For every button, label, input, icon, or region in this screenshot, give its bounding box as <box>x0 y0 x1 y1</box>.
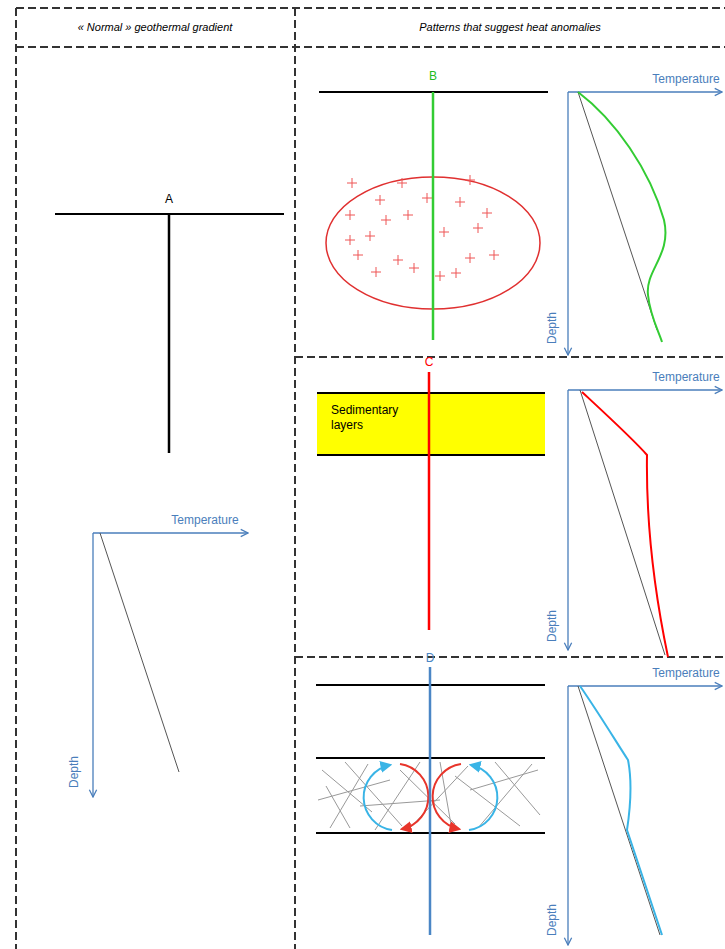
sediment-layer-box: Sedimentary layers <box>317 393 545 455</box>
granite-mark <box>345 210 355 220</box>
box-label: Sedimentary layers <box>331 403 423 433</box>
granite-mark <box>347 178 357 188</box>
granite-mark <box>345 235 355 245</box>
well-c <box>317 372 545 630</box>
granite-mark <box>435 271 445 281</box>
granite-mark <box>409 263 419 273</box>
graph-a <box>93 533 248 797</box>
well-b <box>319 92 548 340</box>
granite-mark <box>381 215 391 225</box>
granite-mark <box>365 231 375 241</box>
axis-label: Temperature <box>171 514 238 528</box>
axis-label: Depth <box>546 312 560 344</box>
axis-label: Temperature <box>652 73 719 87</box>
graph-c <box>568 390 722 657</box>
well-a <box>55 214 284 453</box>
granite-mark <box>451 268 461 278</box>
axis-label: Depth <box>546 904 560 936</box>
granite-mark <box>371 267 381 277</box>
well-letter: A <box>165 193 173 207</box>
column-header: Patterns that suggest heat anomalies <box>419 21 601 34</box>
axis-label: Depth <box>546 610 560 642</box>
granite-mark <box>439 227 449 237</box>
well-letter: D <box>426 652 435 666</box>
granite-mark <box>393 255 403 265</box>
graph-b <box>568 92 722 355</box>
granite-mark <box>455 197 465 207</box>
well-letter: B <box>429 70 437 84</box>
axis-label: Temperature <box>652 667 719 681</box>
granite-mark <box>465 253 475 263</box>
granite-mark <box>489 250 499 260</box>
column-header: « Normal » geothermal gradient <box>78 21 233 34</box>
graph-d <box>568 686 722 945</box>
granite-mark <box>375 195 385 205</box>
granite-mark <box>422 193 432 203</box>
granite-mark <box>397 178 407 188</box>
granite-mark <box>473 223 483 233</box>
axis-label: Temperature <box>652 371 719 385</box>
well-letter: C <box>425 356 434 370</box>
granite-mark <box>353 250 363 260</box>
granite-mark <box>482 208 492 218</box>
granite-mark <box>403 210 413 220</box>
table-frame <box>16 8 725 949</box>
axis-label: Depth <box>68 756 82 788</box>
well-d <box>316 667 545 935</box>
granite-mark <box>465 175 475 185</box>
